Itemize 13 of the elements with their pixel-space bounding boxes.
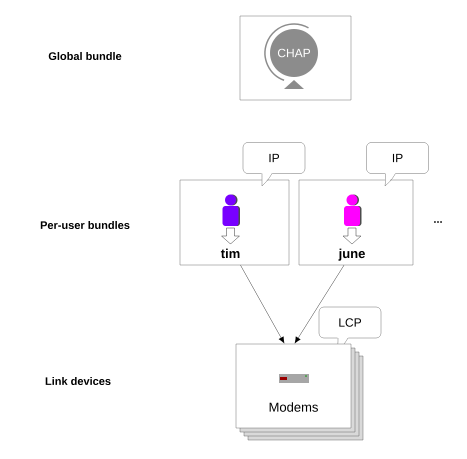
stacked-box: Modems bbox=[236, 344, 364, 440]
bundle-box: CHAP bbox=[240, 16, 352, 100]
row-label: Per-user bundles bbox=[40, 220, 130, 230]
arrow bbox=[240, 265, 284, 344]
row-label: Link devices bbox=[46, 376, 111, 386]
speech-bubble: LCP bbox=[318, 306, 382, 352]
user-box: tim bbox=[180, 180, 290, 266]
speech-bubble: IP bbox=[242, 142, 306, 186]
row-label: ... bbox=[434, 221, 442, 223]
speech-bubble: IP bbox=[366, 142, 429, 186]
arrow bbox=[294, 265, 344, 344]
user-box: june bbox=[298, 180, 414, 266]
row-label: Global bundle bbox=[48, 52, 122, 60]
